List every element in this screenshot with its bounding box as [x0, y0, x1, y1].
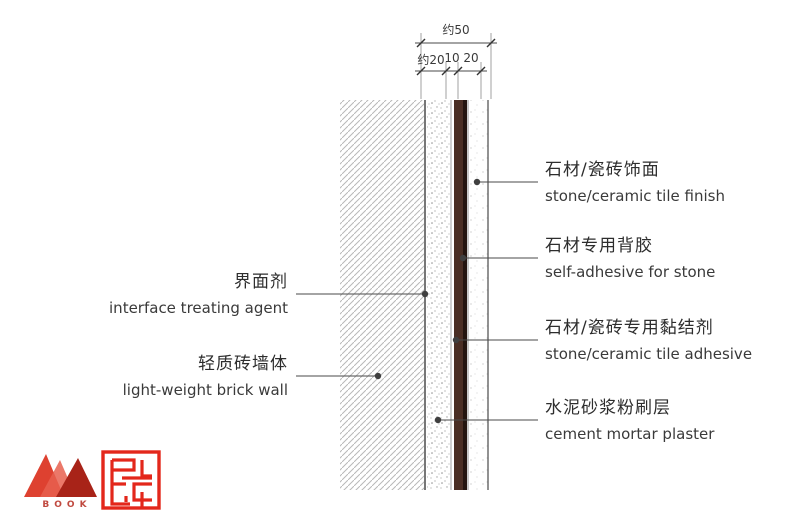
- label-self-adhesive: 石材专用背胶 self-adhesive for stone: [545, 234, 715, 283]
- label-tile-adhesive-en: stone/ceramic tile adhesive: [545, 345, 753, 363]
- dimension-label-seg3: 20: [463, 51, 479, 65]
- label-tile-finish: 石材/瓷砖饰面 stone/ceramic tile finish: [545, 158, 725, 207]
- leader-dots: [374, 178, 481, 424]
- extension-lines: [420, 33, 492, 99]
- label-tile-finish-en: stone/ceramic tile finish: [545, 187, 725, 205]
- label-tile-finish-zh: 石材/瓷砖饰面: [545, 160, 660, 180]
- label-brick-wall-en: light-weight brick wall: [122, 381, 288, 399]
- label-self-adhesive-en: self-adhesive for stone: [545, 263, 716, 281]
- tile-adhesive-layer: [454, 100, 463, 490]
- dimension-ticks: [416, 38, 496, 76]
- dimension-label-seg1: 约20: [417, 53, 445, 67]
- dimension-label-total: 约50: [442, 23, 470, 37]
- label-tile-adhesive: 石材/瓷砖专用黏结剂 stone/ceramic tile adhesive: [545, 316, 752, 365]
- label-brick-wall: 轻质砖墙体 light-weight brick wall: [55, 352, 288, 401]
- label-cement-mortar-zh: 水泥砂浆粉刷层: [545, 398, 671, 418]
- cement-mortar-layer: [427, 100, 451, 490]
- label-interface-agent: 界面剂 interface treating agent: [55, 270, 288, 319]
- label-self-adhesive-zh: 石材专用背胶: [545, 236, 653, 256]
- dimension-lines: [415, 42, 497, 72]
- brick-wall-hatch-layer: [340, 100, 424, 490]
- label-tile-adhesive-zh: 石材/瓷砖专用黏结剂: [545, 318, 714, 338]
- mountain-logo-icon: [24, 454, 97, 497]
- dimension-label-seg2: 10: [444, 51, 460, 65]
- self-adhesive-layer: [463, 100, 467, 490]
- logo-text: BOOK: [42, 500, 92, 510]
- label-interface-agent-en: interface treating agent: [109, 299, 288, 317]
- tile-finish-layer: [468, 100, 488, 490]
- leader-lines: [296, 181, 538, 421]
- label-brick-wall-zh: 轻质砖墙体: [198, 354, 288, 374]
- label-cement-mortar-en: cement mortar plaster: [545, 425, 715, 443]
- label-cement-mortar: 水泥砂浆粉刷层 cement mortar plaster: [545, 396, 714, 445]
- label-interface-agent-zh: 界面剂: [234, 272, 288, 292]
- seal-stamp-icon: [101, 450, 161, 510]
